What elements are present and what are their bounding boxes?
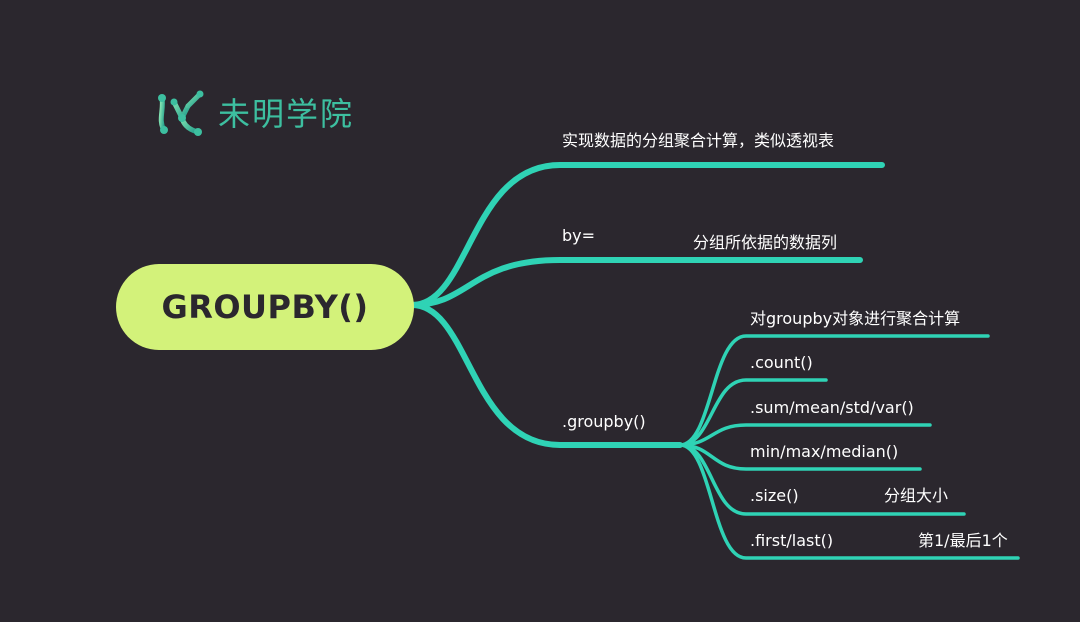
molecule-logo-icon: [158, 90, 204, 136]
child-label-4: min/max/median(): [750, 442, 899, 461]
child-label-3: .sum/mean/std/var(): [750, 398, 914, 417]
child-note-6: 第1/最后1个: [918, 531, 1008, 550]
brand-name: 未明学院: [218, 95, 355, 133]
branch-by-note: 分组所依据的数据列: [693, 233, 838, 252]
child-label-6: .first/last(): [750, 531, 834, 550]
connector-by: [409, 257, 863, 308]
child-label-2: .count(): [750, 353, 813, 372]
child-note-5: 分组大小: [884, 486, 949, 505]
connector-groupby: [409, 302, 683, 448]
connector-summary: [409, 162, 885, 308]
brand-logo: 未明学院: [154, 88, 354, 140]
root-node: GROUPBY(): [116, 264, 414, 350]
root-node-label: GROUPBY(): [161, 288, 369, 326]
connector-child-2: [678, 378, 828, 447]
branch-summary-label: 实现数据的分组聚合计算，类似透视表: [562, 131, 835, 150]
branch-by-label: by=: [562, 226, 596, 245]
child-label-5: .size(): [750, 486, 799, 505]
child-label-1: 对groupby对象进行聚合计算: [750, 309, 961, 328]
branch-groupby-label: .groupby(): [562, 412, 646, 431]
connector-child-1: [678, 334, 990, 447]
connector-child-6: [678, 443, 1020, 560]
